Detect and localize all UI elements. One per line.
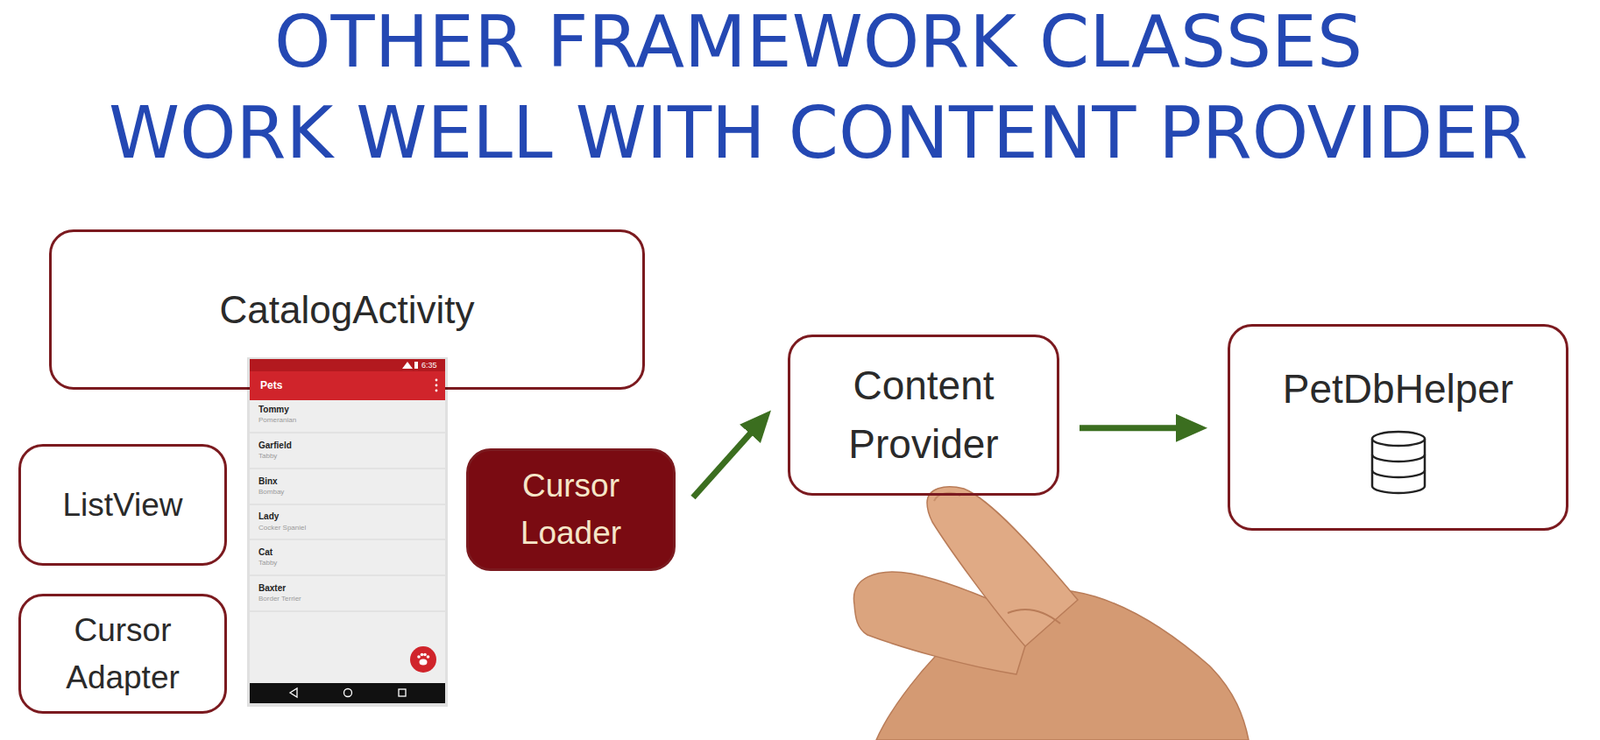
list-item-name: Tommy (258, 404, 290, 416)
database-ring (1372, 470, 1425, 478)
menu-dot (435, 384, 439, 388)
list-item-breed: Tabby (258, 452, 277, 461)
arrow-connector (693, 422, 761, 498)
list-dividers (249, 432, 446, 612)
nav-back (290, 688, 298, 698)
divider (249, 575, 446, 577)
list-item-breed: Pomeranian (258, 416, 297, 425)
database-icon (1366, 430, 1431, 496)
paw-pad (419, 659, 428, 666)
list-item-breed: Bombay (258, 488, 284, 497)
list-item-breed: Cocker Spaniel (258, 523, 306, 533)
title: OTHER FRAMEWORK CLASSES WORK WELL WITH C… (73, 0, 1564, 179)
app-bar-title: Pets (260, 379, 283, 392)
hand-knuckle (1007, 609, 1061, 624)
app-bar (249, 371, 446, 401)
list-item-name: Cat (258, 547, 273, 559)
nav-home (344, 689, 353, 698)
paw-toe (426, 655, 431, 659)
divider (249, 432, 446, 434)
box-label: Cursor Adapter (39, 607, 206, 701)
list-item-breed: Border Terrier (258, 594, 302, 604)
box-label: ListView (62, 481, 183, 530)
wifi-icon (402, 361, 413, 369)
fab-button (410, 646, 437, 673)
menu-dot (435, 389, 439, 393)
view-box: ListView (18, 444, 227, 567)
phone-shadow (247, 357, 448, 708)
battery-icon (414, 361, 418, 369)
status-time: 6:35 (421, 361, 438, 371)
box-label: CatalogActivity (219, 282, 475, 339)
box-label: Content Provider (814, 356, 1034, 474)
list-item-name: Garfield (258, 440, 292, 452)
database-body (1372, 438, 1425, 494)
status-bar (249, 359, 446, 372)
nav-bar (249, 683, 446, 704)
title-spacer (1423, 0, 1564, 85)
hand-index-finger (927, 487, 1078, 647)
adapter-box: Cursor Adapter (18, 594, 227, 715)
divider (249, 504, 446, 506)
list-item-breed: Tabby (258, 559, 277, 568)
list-item-name: Lady (258, 511, 279, 523)
pointing-hand (853, 487, 1249, 740)
database-helper-box: PetDbHelper (1227, 324, 1569, 531)
title-block: OTHER FRAMEWORK CLASSES WORK WELL WITH C… (73, 0, 1564, 179)
list-item-name: Baxter (258, 583, 286, 595)
list-item-name: Binx (258, 476, 278, 488)
provider-box: Content Provider (787, 334, 1060, 496)
box-label: Cursor Loader (488, 462, 655, 557)
paw-icon (417, 653, 430, 666)
arrow-connector (1079, 424, 1192, 432)
paw-toe (417, 655, 421, 659)
phone-screen (249, 359, 446, 704)
database-ring (1372, 454, 1425, 462)
loader-box: Cursor Loader (466, 448, 676, 572)
divider (249, 611, 446, 613)
divider (249, 468, 446, 470)
paw-toe (420, 653, 425, 658)
menu-dot (435, 379, 439, 383)
nav-recent (398, 689, 406, 697)
title-spacer (73, 0, 214, 85)
database-top (1372, 431, 1425, 447)
paw-toe (423, 653, 427, 658)
divider (249, 539, 446, 541)
box-label: PetDbHelper (1282, 360, 1514, 419)
